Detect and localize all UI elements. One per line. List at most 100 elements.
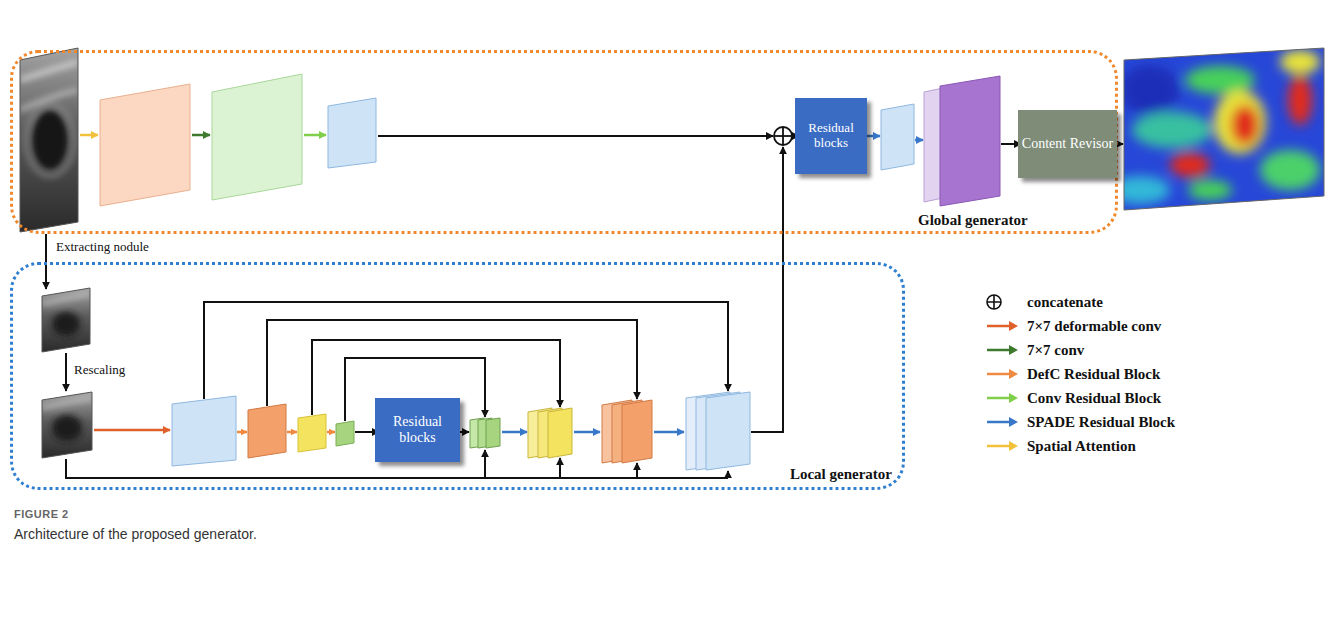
feature-map — [80, 134, 98, 137]
feature-map — [881, 104, 914, 170]
elastography-map — [1231, 105, 1259, 145]
elastography-map — [1110, 176, 1170, 204]
elastography-map — [1280, 50, 1320, 74]
legend-arrow — [987, 325, 1010, 328]
legend-text: 7×7 deformable conv — [1027, 318, 1161, 335]
concat-symbol — [774, 127, 792, 145]
feature-stack — [654, 431, 684, 434]
ultrasound-image — [26, 104, 74, 176]
feature-map — [94, 396, 469, 466]
nodule-crop — [42, 288, 90, 352]
legend-row: concatenate — [985, 292, 1103, 312]
feature-map — [915, 139, 923, 142]
legend-sample — [985, 294, 1019, 310]
feature-map — [237, 431, 247, 434]
legend-arrow — [1009, 321, 1018, 331]
legend-sample — [985, 366, 1019, 382]
legend-sample — [985, 342, 1019, 358]
process-box: Residual blocks — [795, 98, 867, 174]
legend-text: SPADE Residual Block — [1027, 414, 1175, 431]
region-title: Global generator — [918, 212, 1028, 229]
legend-text: Conv Residual Block — [1027, 390, 1161, 407]
legend-arrow — [1009, 393, 1018, 403]
box-label: Content Revisor — [1022, 136, 1113, 152]
ultrasound-image — [20, 48, 78, 232]
generator-region: Local generator Residual blocks — [10, 262, 905, 490]
feature-stack — [502, 431, 527, 434]
region-title: Local generator — [790, 466, 892, 483]
legend-row: Conv Residual Block — [985, 388, 1161, 408]
feature-stack — [486, 418, 500, 448]
ultrasound-image — [20, 48, 78, 232]
ultrasound-image — [20, 90, 78, 110]
elastography-map — [1132, 112, 1212, 148]
box-label: Residual blocks — [375, 414, 460, 446]
legend-text: concatenate — [1027, 294, 1103, 311]
skip-connection — [484, 450, 486, 478]
legend-text: DefC Residual Block — [1027, 366, 1160, 383]
concat-symbol — [782, 127, 784, 145]
nodule-crop — [52, 312, 80, 336]
generator-region: Global generator Residual blocksContent R… — [10, 50, 1118, 234]
legend-sample — [985, 438, 1019, 454]
legend-row: Spatial Attention — [985, 436, 1136, 456]
feature-map — [336, 421, 354, 446]
legend-text: 7×7 conv — [1027, 342, 1084, 359]
legend-sample — [985, 390, 1019, 406]
feature-stack — [706, 392, 750, 470]
box-label: Residual blocks — [795, 121, 867, 151]
nodule-rescaled — [42, 398, 92, 441]
step-label: Extracting nodule — [56, 239, 149, 255]
skip-connection — [204, 302, 728, 399]
skip-connection — [559, 458, 561, 478]
nodule-crop — [42, 294, 90, 336]
figure-number: FIGURE 2 — [14, 508, 69, 520]
ultrasound-image — [20, 62, 78, 80]
process-box: Residual blocks — [375, 398, 460, 462]
elastography-map — [1110, 48, 1324, 210]
elastography-map — [1214, 90, 1266, 154]
elastography-map — [1288, 75, 1312, 125]
feature-map — [287, 431, 297, 434]
feature-stack — [574, 431, 600, 434]
step-label: Rescaling — [74, 362, 125, 378]
legend-arrow — [1009, 345, 1018, 355]
feature-map — [80, 74, 773, 206]
legend-row: SPADE Residual Block — [985, 412, 1175, 432]
nodule-crop — [42, 288, 90, 352]
feature-map — [172, 396, 236, 466]
nodule-rescaled — [52, 415, 82, 441]
ultrasound-image — [20, 62, 78, 176]
nodule-rescaled — [42, 392, 92, 458]
legend-arrow — [987, 397, 1010, 400]
skip-connection — [751, 147, 783, 432]
legend-arrow — [987, 349, 1010, 352]
nodule-crop — [42, 294, 90, 304]
feature-map — [192, 134, 210, 137]
flow-arrow — [65, 353, 67, 391]
legend-row: DefC Residual Block — [985, 364, 1160, 384]
nodule-rescaled — [42, 398, 92, 408]
elastography-map — [1260, 150, 1320, 190]
feature-stack — [622, 400, 652, 463]
feature-map — [248, 404, 286, 458]
feature-map — [378, 135, 773, 137]
skip-connection — [727, 471, 729, 478]
legend-sample — [985, 318, 1019, 334]
concat-symbol — [987, 295, 1001, 309]
feature-map — [304, 134, 326, 137]
feature-map — [94, 429, 170, 432]
elastography-map — [1110, 50, 1320, 204]
legend-sample — [985, 414, 1019, 430]
feature-map — [940, 76, 1000, 206]
concat-symbol — [987, 295, 1001, 309]
nodule-rescaled — [42, 392, 92, 458]
feature-stack — [470, 392, 750, 470]
legend-arrow — [1009, 369, 1018, 379]
feature-map — [327, 431, 335, 434]
legend-arrow — [987, 421, 1010, 424]
ultrasound-image — [32, 110, 68, 170]
feature-map — [328, 98, 376, 168]
skip-connection — [267, 320, 637, 406]
